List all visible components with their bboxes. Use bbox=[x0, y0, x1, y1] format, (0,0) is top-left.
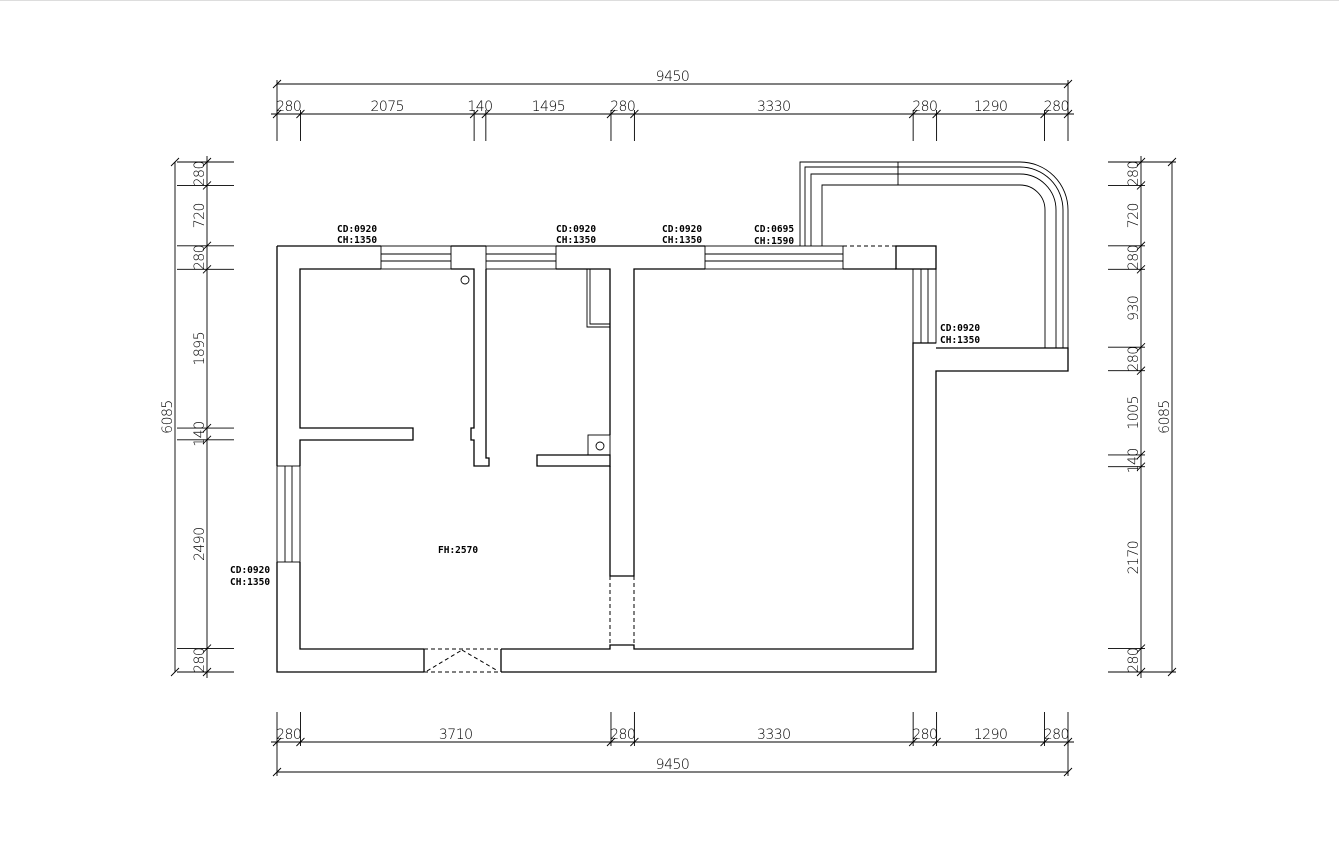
window-cd-label: CD:0920 bbox=[662, 224, 702, 235]
dimension-label: 3330 bbox=[757, 99, 791, 115]
dimension-label: 2170 bbox=[1126, 541, 1142, 575]
dimension-label: 1290 bbox=[974, 99, 1008, 115]
window-ch-label: CH:1350 bbox=[940, 335, 980, 346]
dimension-label: 280 bbox=[192, 648, 208, 673]
dimension-tick bbox=[202, 181, 212, 190]
window-cd-label: CD:0695 bbox=[754, 224, 794, 235]
dimension-label: 930 bbox=[1126, 296, 1142, 321]
total-width-label: 9450 bbox=[656, 757, 690, 773]
dimension-tick bbox=[630, 109, 639, 119]
dimension-tick bbox=[202, 667, 212, 677]
dimension-label: 280 bbox=[276, 99, 301, 115]
window bbox=[380, 245, 452, 270]
dimension-label: 3330 bbox=[757, 727, 791, 743]
dimension-tick bbox=[1167, 157, 1177, 167]
window bbox=[912, 268, 937, 344]
dimension-tick bbox=[469, 109, 479, 119]
total-height-label: 6085 bbox=[1157, 400, 1173, 434]
dimension-label: 280 bbox=[912, 99, 937, 115]
balcony bbox=[799, 161, 1069, 348]
dimension-tick bbox=[1136, 462, 1146, 471]
dimension-label: 280 bbox=[912, 727, 937, 743]
dimension-tick bbox=[1136, 644, 1146, 653]
dimension-tick bbox=[1040, 109, 1049, 119]
dimension-label: 280 bbox=[1126, 648, 1142, 673]
dimension-tick bbox=[630, 737, 639, 747]
dimension-label: 280 bbox=[192, 245, 208, 270]
window-cd-label: CD:0920 bbox=[940, 323, 980, 334]
dimension-tick bbox=[202, 264, 212, 274]
dimension-tick bbox=[908, 737, 918, 747]
pipe-icon bbox=[595, 441, 605, 451]
window-ch-label: CH:1350 bbox=[337, 235, 377, 246]
dimension-label: 280 bbox=[1044, 727, 1069, 743]
dimension-tick bbox=[202, 423, 212, 433]
dimension-tick bbox=[170, 157, 180, 167]
dimension-label: 2075 bbox=[370, 99, 404, 115]
dimension-lines: 9450 280 2075 140 1495 280 3330 280 1290 280 280 37… bbox=[160, 69, 1177, 777]
total-width-label: 9450 bbox=[656, 69, 690, 85]
dimension-tick bbox=[606, 109, 616, 119]
dimension-label: 280 bbox=[192, 161, 208, 186]
dimension-label: 720 bbox=[192, 203, 208, 228]
dimension-tick bbox=[908, 109, 918, 119]
dimension-label: 720 bbox=[1126, 203, 1142, 228]
window bbox=[704, 245, 844, 270]
dimension-label: 140 bbox=[1126, 448, 1142, 473]
dimension-label: 2490 bbox=[192, 527, 208, 561]
dimension-tick bbox=[606, 737, 616, 747]
dimension-label: 1495 bbox=[532, 99, 566, 115]
window-cd-label: CD:0920 bbox=[230, 565, 270, 576]
dimension-label: 1290 bbox=[974, 727, 1008, 743]
window-ch-label: CH:1350 bbox=[556, 235, 596, 246]
dimension-tick bbox=[1136, 241, 1146, 251]
dimension-tick bbox=[1136, 450, 1146, 460]
dimension-label: 280 bbox=[610, 727, 635, 743]
dimension-tick bbox=[1136, 366, 1146, 376]
walls bbox=[276, 161, 1069, 673]
dimension-label: 280 bbox=[1044, 99, 1069, 115]
dimension-tick bbox=[481, 109, 491, 119]
window-ch-label: CH:1350 bbox=[662, 235, 702, 246]
dimension-label: 1895 bbox=[192, 332, 208, 366]
entrance-door bbox=[423, 648, 502, 673]
window-ch-label: CH:1350 bbox=[230, 577, 270, 588]
dimension-tick bbox=[202, 644, 212, 653]
dimension-label: 280 bbox=[276, 727, 301, 743]
dimension-label: 280 bbox=[1126, 245, 1142, 270]
dimension-tick bbox=[202, 435, 212, 445]
floor-height-label: FH:2570 bbox=[438, 545, 478, 556]
dimension-label: 140 bbox=[192, 421, 208, 446]
dimension-tick bbox=[932, 109, 941, 119]
total-height-label: 6085 bbox=[160, 400, 176, 434]
window-cd-label: CD:0920 bbox=[556, 224, 596, 235]
annotations: CD:0920 CH:1350 CD:0920 CH:1350 CD:0920 … bbox=[230, 224, 980, 588]
dimension-tick bbox=[1167, 667, 1177, 677]
dimension-tick bbox=[202, 157, 212, 167]
dimension-tick bbox=[296, 737, 305, 747]
dimension-tick bbox=[1136, 342, 1146, 352]
dimension-label: 280 bbox=[610, 99, 635, 115]
dimension-label: 1005 bbox=[1126, 396, 1142, 430]
dimension-tick bbox=[296, 109, 305, 119]
dimension-label: 140 bbox=[467, 99, 492, 115]
dimension-tick bbox=[202, 241, 212, 251]
dimension-tick bbox=[1136, 181, 1146, 190]
window bbox=[485, 245, 557, 270]
dimension-label: 280 bbox=[1126, 346, 1142, 371]
pipe-icon bbox=[460, 275, 470, 285]
dimension-tick bbox=[932, 737, 941, 747]
window bbox=[276, 465, 301, 563]
dimension-tick bbox=[1040, 737, 1049, 747]
dimension-label: 280 bbox=[1126, 161, 1142, 186]
dimension-tick bbox=[170, 667, 180, 677]
window-cd-label: CD:0920 bbox=[337, 224, 377, 235]
dimension-label: 3710 bbox=[439, 727, 473, 743]
dimension-tick bbox=[1136, 264, 1146, 274]
window-ch-label: CH:1590 bbox=[754, 236, 794, 247]
